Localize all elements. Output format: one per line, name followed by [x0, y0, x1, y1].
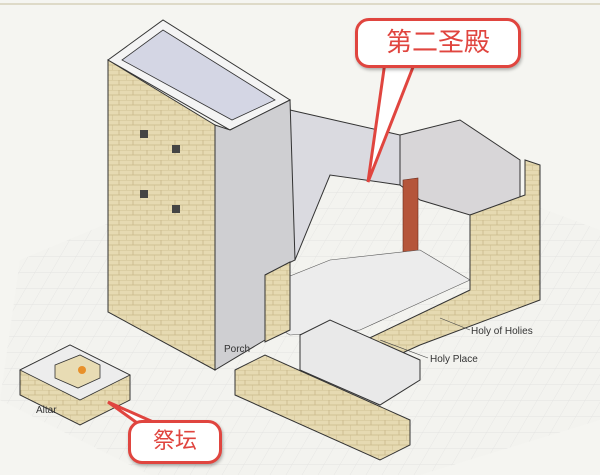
holy-of-holies-label: Holy of Holies: [471, 326, 533, 337]
altar-callout: 祭坛: [128, 420, 222, 464]
second-temple-callout: 第二圣殿: [355, 18, 521, 68]
porch-label: Porch: [224, 344, 251, 355]
holy-place-label: Holy Place: [430, 354, 478, 365]
second-temple-title: 第二圣殿: [385, 28, 490, 58]
altar-fire: [78, 366, 86, 374]
altar-callout-label: 祭坛: [152, 429, 197, 454]
veil-curtain: [402, 177, 419, 263]
porch-tower-roof: [121, 29, 276, 121]
front-wall-2: [299, 319, 421, 406]
altar-label: Altar: [36, 405, 57, 416]
front-wall: [234, 354, 411, 461]
porch-pillar: [264, 261, 291, 343]
